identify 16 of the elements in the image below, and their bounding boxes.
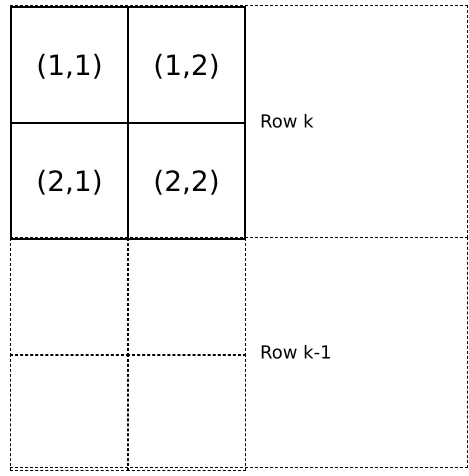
dashed-cell	[10, 238, 129, 356]
dashed-cell	[127, 238, 246, 356]
row-band	[10, 5, 468, 238]
cell-index: (1,2)	[153, 48, 220, 82]
row-band	[10, 237, 468, 468]
dashed-cell	[10, 354, 129, 471]
matrix-cell	[127, 122, 246, 240]
row-label: Row k-1	[260, 342, 332, 363]
cell-index: (2,1)	[36, 164, 103, 198]
cell-index: (2,2)	[153, 164, 220, 198]
row-label: Row k	[260, 111, 314, 132]
matrix-cell	[10, 122, 129, 240]
matrix-cell	[10, 6, 129, 124]
matrix-cell	[127, 6, 246, 124]
dashed-cell	[127, 354, 246, 471]
cell-index: (1,1)	[36, 48, 103, 82]
